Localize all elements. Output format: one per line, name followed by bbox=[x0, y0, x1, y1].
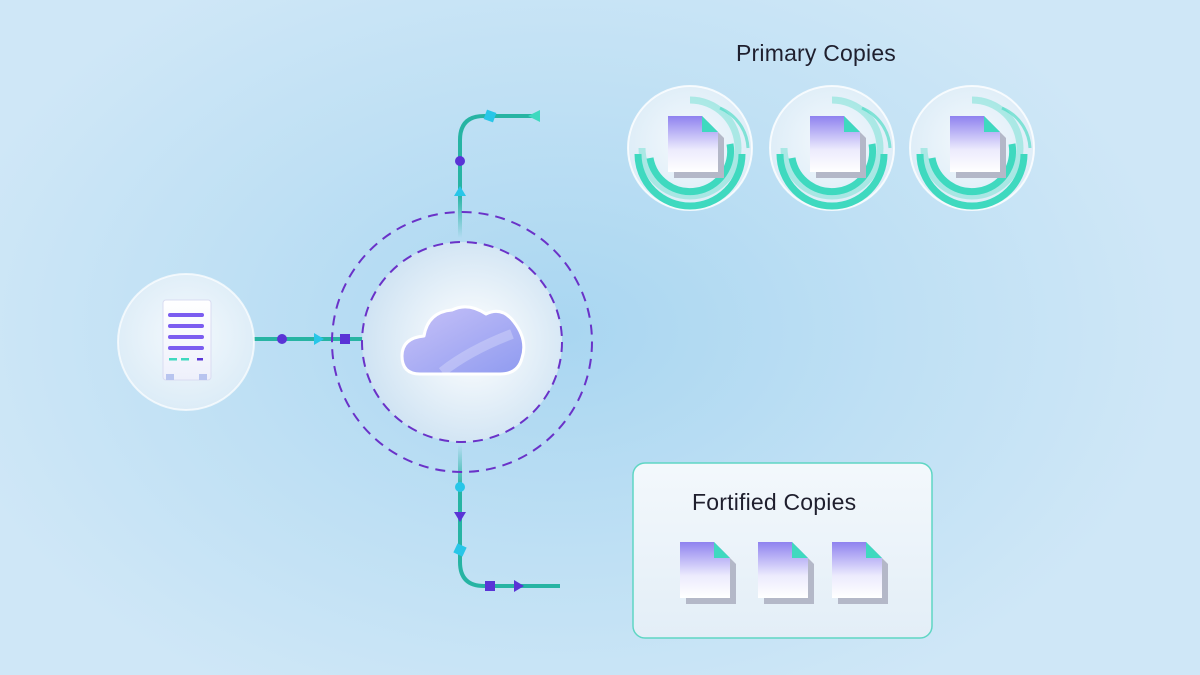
fortified-copies-label: Fortified Copies bbox=[692, 489, 857, 515]
primary-copies-label: Primary Copies bbox=[736, 40, 897, 66]
connector-hub-to-fortified bbox=[453, 445, 630, 592]
cloud-hub bbox=[331, 211, 593, 473]
server-node bbox=[117, 273, 255, 411]
server-icon bbox=[162, 299, 212, 381]
primary-copy-2 bbox=[769, 85, 895, 211]
connector-hub-to-primary bbox=[454, 109, 618, 238]
primary-copy-1 bbox=[627, 85, 753, 211]
primary-copy-3 bbox=[909, 85, 1035, 211]
primary-copies-group bbox=[627, 85, 1035, 211]
cloud-icon bbox=[400, 305, 526, 376]
fortified-copies-panel bbox=[632, 462, 933, 639]
